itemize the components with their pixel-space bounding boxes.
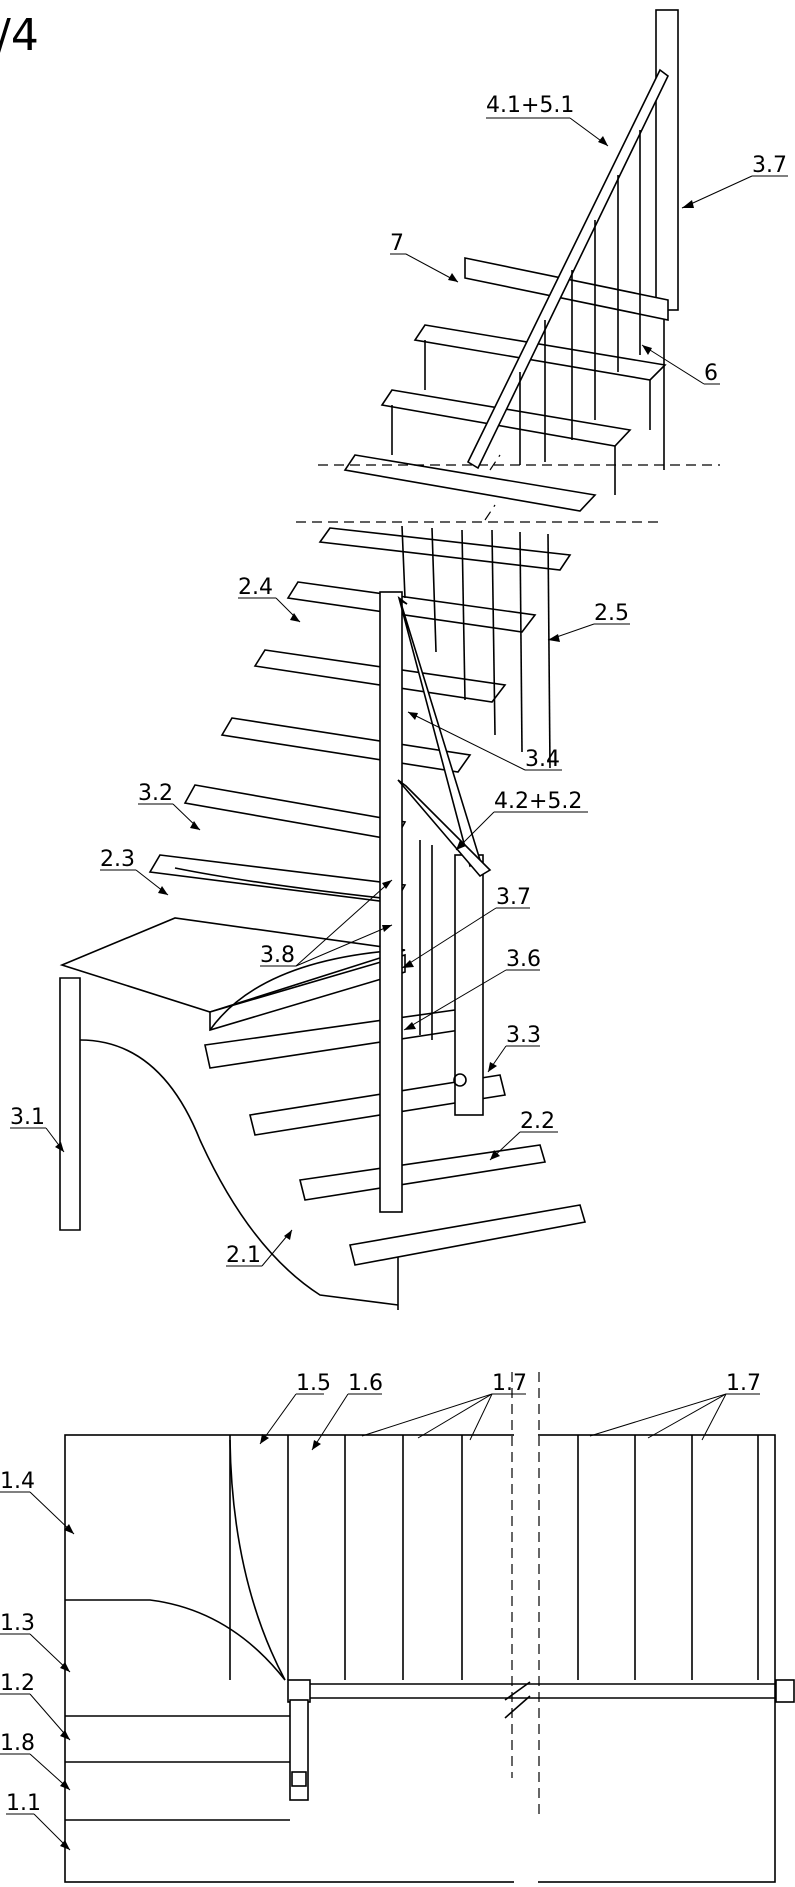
tread-lower-5 (183, 784, 407, 841)
label-plan-16: 1.6 (348, 1371, 383, 1396)
label-stringer-main: 2.1 (226, 1243, 261, 1268)
plan-view (64, 1372, 795, 1884)
lower-flight-view (59, 521, 660, 1310)
tread-lower-1 (318, 527, 572, 571)
upper-flight-view (318, 9, 720, 512)
label-stringer-right: 2.5 (594, 601, 629, 626)
label-plan-17a: 1.7 (492, 1371, 527, 1396)
label-plan-13: 1.3 (0, 1611, 35, 1636)
label-post-top: 3.7 (752, 153, 787, 178)
lower-flight-callouts: 2.4 2.5 3.4 4.2+5.2 3.2 2.3 3.7 3.8 3. (10, 575, 630, 1268)
tread-lower-10 (349, 1204, 587, 1266)
label-post-bottom: 3.3 (506, 1023, 541, 1048)
mid-post (379, 591, 403, 1213)
plan-outline (64, 1434, 776, 1883)
label-tread-wind-b: 2.3 (100, 847, 135, 872)
label-winder-support: 3.8 (260, 943, 295, 968)
winder-arc-2 (65, 1599, 286, 1681)
label-plan-18: 1.8 (0, 1731, 35, 1756)
label-kick-panel: 7 (390, 231, 404, 256)
label-tread-wind-a: 3.2 (138, 781, 173, 806)
plan-post-lower (291, 1771, 307, 1787)
label-plan-11: 1.1 (6, 1791, 41, 1816)
label-stringer-bottom: 2.2 (520, 1109, 555, 1134)
label-plan-17b: 1.7 (726, 1371, 761, 1396)
break-marker (484, 454, 501, 521)
label-post-small: 3.6 (506, 947, 541, 972)
tread-lower-2 (286, 581, 537, 633)
label-plan-15: 1.5 (296, 1371, 331, 1396)
label-plan-14: 1.4 (0, 1469, 35, 1494)
label-stringer-left: 2.4 (238, 575, 273, 600)
label-handrail-lower: 4.2+5.2 (494, 789, 582, 814)
tread-upper-3 (343, 454, 597, 512)
plan-post (287, 1679, 311, 1703)
label-plan-12: 1.2 (0, 1671, 35, 1696)
bottom-post-hole (453, 1073, 467, 1087)
plan-post-end (775, 1679, 795, 1703)
landing-edge (209, 953, 406, 1032)
label-post-newel: 3.7 (496, 885, 531, 910)
top-post (655, 9, 679, 311)
tread-lower-8 (249, 1074, 506, 1136)
winder-arc-1 (229, 1439, 286, 1681)
handrail-lower (397, 595, 481, 868)
landing-platform (59, 917, 406, 1013)
handrail-upper (466, 68, 670, 470)
label-support-leg: 3.1 (10, 1105, 45, 1130)
winder-curve-1 (174, 867, 401, 901)
bottom-post (454, 854, 484, 1116)
sheet-number: /4 (0, 10, 39, 61)
handrail-lower-short (397, 779, 492, 878)
tread-lower-9 (299, 1144, 547, 1201)
stringer-curve (79, 1039, 399, 1306)
support-leg (59, 977, 81, 1231)
label-handrail-upper: 4.1+5.1 (486, 93, 574, 118)
winder-curve-2 (209, 949, 401, 1031)
upper-flight-callouts: 4.1+5.1 3.7 7 6 (390, 93, 788, 386)
label-baluster: 6 (704, 361, 718, 386)
label-post-mid: 3.4 (525, 747, 560, 772)
plan-callouts: 1.5 1.6 1.7 1.7 1.4 1.3 1.2 1.8 1.1 (0, 1371, 761, 1851)
